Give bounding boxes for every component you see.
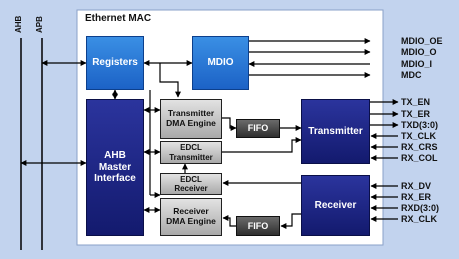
signal-rx-dv: RX_DV [401, 181, 432, 191]
ethernet-mac-title: Ethernet MAC [85, 13, 152, 24]
signal-mdio-i: MDIO_I [401, 59, 433, 69]
ahb-master-label-3: Interface [94, 173, 136, 185]
signal-mdio-o: MDIO_O [401, 47, 437, 57]
registers-block: Registers [86, 36, 144, 90]
mdio-label: MDIO [207, 57, 234, 69]
signal-rxd: RXD(3:0) [401, 203, 440, 213]
ahb-bus-label: AHB [14, 15, 23, 33]
apb-bus-label: APB [35, 16, 44, 33]
edcltx-transmitter-link [222, 137, 302, 153]
ahb-master-label-1: AHB [104, 150, 126, 162]
ahb-master-label-2: Master [98, 161, 132, 173]
rx-dma-label-2: DMA Engine [166, 216, 216, 226]
signal-rx-er: RX_ER [401, 192, 432, 202]
tx-fifo-block: FIFO [236, 119, 280, 138]
receiver-block: Receiver [301, 175, 370, 236]
signal-rx-clk: RX_CLK [401, 214, 438, 224]
edcl-receiver-block: EDCL Receiver [160, 173, 222, 195]
tx-dma-label-1: Transmitter [167, 108, 215, 119]
registers-txdma-link [159, 63, 181, 98]
transmitter-label: Transmitter [308, 125, 363, 137]
receiver-label: Receiver [314, 199, 357, 211]
registers-label: Registers [92, 57, 138, 69]
signal-tx-en: TX_EN [401, 97, 431, 107]
edcl-tx-label-1: EDCL [180, 143, 202, 153]
transmitter-dma-engine-block: Transmitter DMA Engine [160, 99, 222, 139]
signal-mdc: MDC [401, 70, 422, 80]
ahb-master-interface-block: AHB Master Interface [86, 99, 144, 236]
signal-mdio-oe: MDIO_OE [401, 36, 443, 46]
tx-fifo-label: FIFO [247, 123, 269, 134]
tx-dma-label-2: DMA Engine [166, 118, 216, 128]
rx-fifo-label: FIFO [247, 220, 269, 231]
txdma-fifo-link [222, 117, 237, 131]
edcl-transmitter-block: EDCL Transmitter [160, 141, 222, 164]
transmitter-block: Transmitter [301, 99, 370, 164]
rx-dma-label-1: Receiver [173, 206, 209, 217]
edcl-tx-label-2: Transmitter [169, 152, 213, 162]
signal-rx-crs: RX_CRS [401, 142, 438, 152]
signal-rx-col: RX_COL [401, 153, 438, 163]
edcl-rx-label-1: EDCL [180, 174, 202, 184]
mdio-block: MDIO [192, 36, 249, 90]
signal-txd: TXD(3:0) [401, 120, 439, 130]
rx-fifo-block: FIFO [236, 216, 280, 236]
edcl-rx-label-2: Receiver [174, 184, 208, 193]
signal-tx-clk: TX_CLK [401, 131, 437, 141]
receiver-fifo-link [280, 213, 301, 229]
receiver-dma-engine-block: Receiver DMA Engine [160, 198, 222, 236]
signal-tx-er: TX_ER [401, 109, 431, 119]
fifo-rxdma-link [222, 215, 236, 227]
